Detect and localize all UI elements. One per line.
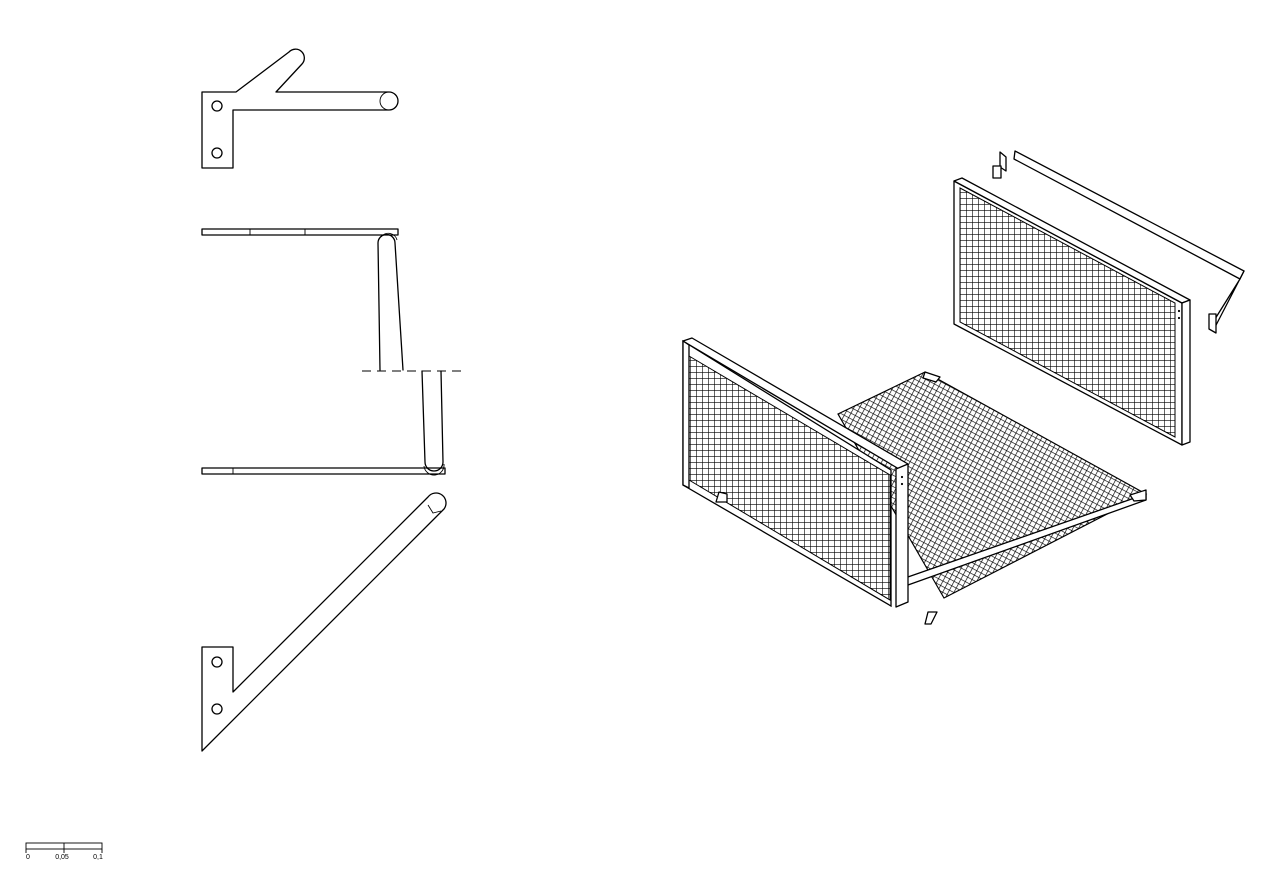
- scale-label-0: 0: [26, 854, 30, 861]
- rear-bracket: [992, 150, 1245, 334]
- isometric-assembly: [682, 150, 1245, 625]
- bracket-side-view: [201, 228, 462, 476]
- floor-grating: [837, 371, 1148, 625]
- scale-label-end: 0,1: [93, 854, 103, 861]
- scale-bar: 0 0,05 0,1: [25, 842, 103, 861]
- rear-mesh-panel: [953, 177, 1191, 446]
- front-mesh-panel: [682, 337, 909, 608]
- bracket-top-view: [201, 48, 399, 169]
- bracket-front-view: [201, 492, 447, 752]
- scale-label-mid: 0,05: [55, 854, 69, 861]
